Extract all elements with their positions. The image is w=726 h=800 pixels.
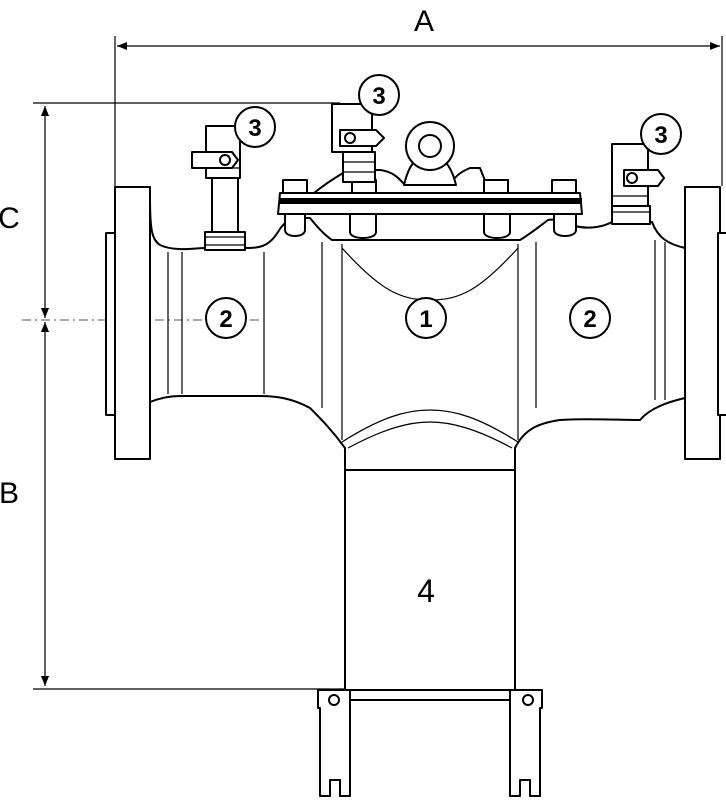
test-cock-left	[191, 125, 246, 251]
dimension-a: A	[114, 5, 723, 186]
body-inner-lines	[167, 240, 666, 449]
svg-text:2: 2	[219, 306, 232, 333]
svg-text:3: 3	[654, 122, 667, 149]
relief-funnel	[344, 469, 516, 691]
svg-text:1: 1	[419, 306, 432, 333]
valve-body-outline	[149, 197, 686, 471]
dimension-b: B	[0, 322, 344, 690]
callout-inlet-chamber: 2	[205, 297, 247, 339]
right-flange	[684, 186, 726, 460]
test-cock-right	[611, 143, 665, 225]
dimension-c-label: C	[0, 202, 20, 235]
svg-text:3: 3	[248, 115, 261, 142]
left-flange	[105, 186, 151, 460]
cover-bolts	[282, 179, 577, 239]
test-cock-center	[331, 103, 385, 183]
cover-assembly	[277, 121, 583, 239]
callout-relief-outlet: 4	[417, 573, 435, 609]
lifting-eye	[403, 121, 457, 186]
dimension-c: C	[0, 102, 340, 318]
dimension-b-label: B	[0, 477, 19, 510]
svg-text:2: 2	[583, 306, 596, 333]
dimension-a-label: A	[414, 5, 434, 38]
callout-test-cock-right: 3	[640, 113, 682, 155]
callout-test-cock-center: 3	[358, 74, 400, 116]
support-legs	[317, 689, 543, 797]
callout-outlet-chamber: 2	[569, 297, 611, 339]
callout-test-cock-left: 3	[234, 106, 276, 148]
svg-text:3: 3	[372, 83, 385, 110]
callout-body: 1	[405, 297, 447, 339]
